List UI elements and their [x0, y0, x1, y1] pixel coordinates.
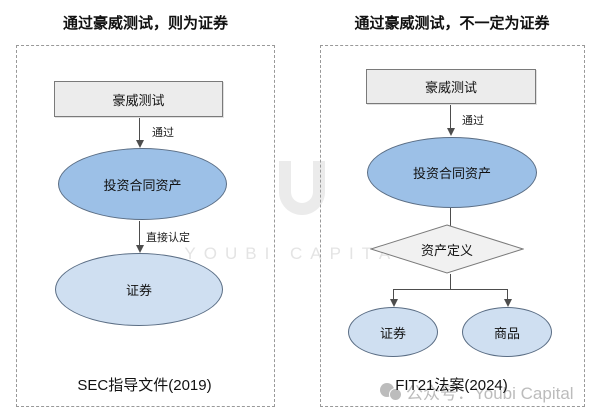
- right-edge-pass-label: 通过: [462, 115, 484, 127]
- left-edge-pass-label: 通过: [152, 127, 174, 139]
- right-panel-caption: FIT21法案(2024): [395, 377, 508, 394]
- right-branch-left-arrowhead-icon: [390, 299, 398, 307]
- wechat-official-account-icon: [380, 381, 402, 403]
- left-panel-frame: [16, 45, 275, 407]
- right-node-asset-definition-label: 资产定义: [420, 242, 473, 258]
- right-node-asset-definition-diamond-shape: [370, 224, 524, 274]
- right-branch-right-arrowhead-icon: [504, 299, 512, 307]
- left-edge-pass-arrowhead-icon: [136, 140, 144, 148]
- left-panel-caption: SEC指导文件(2019): [77, 377, 212, 394]
- watermark-center-text: YOUBI CAPITAL: [184, 244, 416, 263]
- right-edge-pass-arrowhead-icon: [447, 128, 455, 136]
- left-edge-pass-line: [139, 118, 140, 141]
- right-node-howey-test: 豪威测试: [366, 69, 536, 104]
- right-panel-title: 通过豪威测试，不一定为证券: [354, 15, 550, 32]
- left-node-security: 证券: [55, 253, 223, 326]
- left-edge-direct-arrowhead-icon: [136, 245, 144, 253]
- right-branch-right-line: [507, 289, 508, 300]
- right-panel-frame: [320, 45, 585, 407]
- right-branch-horizontal-line: [393, 289, 508, 290]
- right-branch-left-line: [393, 289, 394, 300]
- left-edge-direct-label: 直接认定: [146, 232, 190, 244]
- left-node-howey-test: 豪威测试: [54, 81, 223, 117]
- right-node-investment-contract: 投资合同资产: [367, 137, 537, 208]
- left-panel-title: 通过豪威测试，则为证券: [62, 15, 228, 32]
- watermark-footer: 公众号：Youbi Capital: [380, 379, 574, 404]
- watermark-footer-text: 公众号：Youbi Capital: [406, 384, 574, 403]
- right-node-commodity: 商品: [462, 307, 552, 357]
- left-node-investment-contract: 投资合同资产: [58, 148, 227, 220]
- right-branch-down-line: [450, 274, 451, 289]
- right-node-security: 证券: [348, 307, 438, 357]
- right-connector-line: [450, 208, 451, 226]
- right-edge-pass-line: [450, 105, 451, 129]
- left-edge-direct-line: [139, 221, 140, 245]
